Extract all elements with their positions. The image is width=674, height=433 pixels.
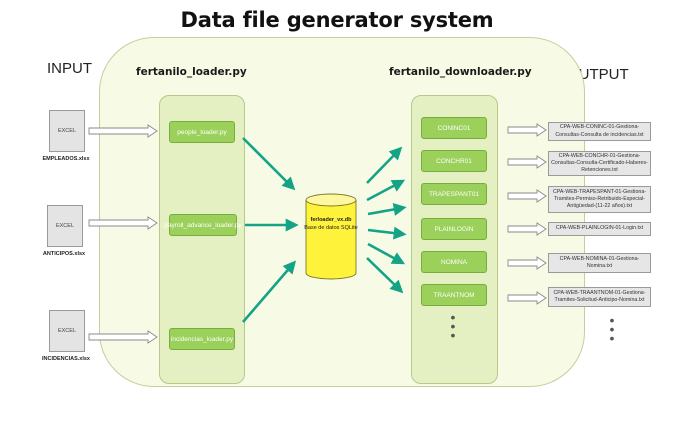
input-file-name: EMPLEADOS.xlsx (42, 156, 90, 162)
output-arrow-5 (507, 256, 547, 270)
more-outputs-ellipsis: • • • (609, 312, 615, 346)
people-loader-module[interactable]: people_loader.py (169, 121, 235, 143)
flow-arrow (242, 260, 297, 323)
flow-arrow (367, 203, 407, 216)
output-file-coninc: CPA-WEB-CONINC-01-Gestiona-Consultas-Con… (548, 122, 651, 141)
downloader-script-name: fertanilo_downloader.py (389, 66, 532, 78)
excel-file-icon: EXCEL (47, 205, 83, 247)
input-arrow-3 (88, 330, 158, 344)
trapespant01-module[interactable]: TRAPESPANT01 (421, 183, 487, 205)
output-arrow-1 (507, 123, 547, 137)
output-file-plainlogin: CPA-WEB-PLAINLOGIN-01-Login.txt (548, 222, 651, 236)
traantnom-module[interactable]: TRAANTNOM (421, 284, 487, 306)
conchr01-module[interactable]: CONCHR01 (421, 150, 487, 172)
output-file-trapespant: CPA-WEB-TRAPESPANT-01-Gestiona-Tramites-… (548, 186, 651, 213)
input-file-name: ANTICIPOS.xlsx (42, 251, 86, 257)
output-file-traantnom: CPA-WEB-TRAANTNOM-01-Gestiona-Tramites-S… (548, 287, 651, 307)
flow-arrow (366, 257, 404, 294)
database-cylinder-icon (305, 193, 357, 280)
output-arrow-3 (507, 189, 547, 203)
excel-file-icon: EXCEL (49, 110, 85, 152)
output-arrow-4 (507, 222, 547, 236)
output-file-conchr: CPA-WEB-CONCHR-01-Gestiona-Consultas-Con… (548, 151, 651, 176)
database-description: Base de datos SQLite (304, 225, 358, 231)
output-file-nomina: CPA-WEB-NOMINA-01-Gestiona-Nomina.txt (548, 253, 651, 273)
input-file-name: INCIDENCIAS.xlsx (42, 356, 90, 362)
nomina-module[interactable]: NOMINA (421, 251, 487, 273)
loader-script-name: fertanilo_loader.py (136, 66, 247, 78)
database-name: ferloader_vx.db (310, 217, 352, 223)
input-arrow-2 (88, 216, 158, 230)
input-arrow-1 (88, 124, 158, 138)
incidencias-loader-module[interactable]: incidencias_loader.py (169, 328, 235, 350)
diagram-title: Data file generator system (180, 8, 494, 32)
output-arrow-2 (507, 155, 547, 169)
payroll-advance-loader-module[interactable]: payroll_advance_loader.py (164, 214, 242, 236)
excel-file-icon: EXCEL (49, 310, 85, 352)
flow-arrow (242, 137, 296, 191)
plainlogin-module[interactable]: PLAINLOGIN (421, 218, 487, 240)
flow-arrow (367, 242, 406, 265)
coninc01-module[interactable]: CONINC01 (421, 117, 487, 139)
input-label: INPUT (47, 60, 92, 77)
output-arrow-6 (507, 291, 547, 305)
flow-arrow (366, 146, 403, 184)
flow-arrow (367, 226, 407, 240)
flow-arrow (366, 179, 406, 202)
more-modules-ellipsis: • • • (450, 309, 456, 343)
